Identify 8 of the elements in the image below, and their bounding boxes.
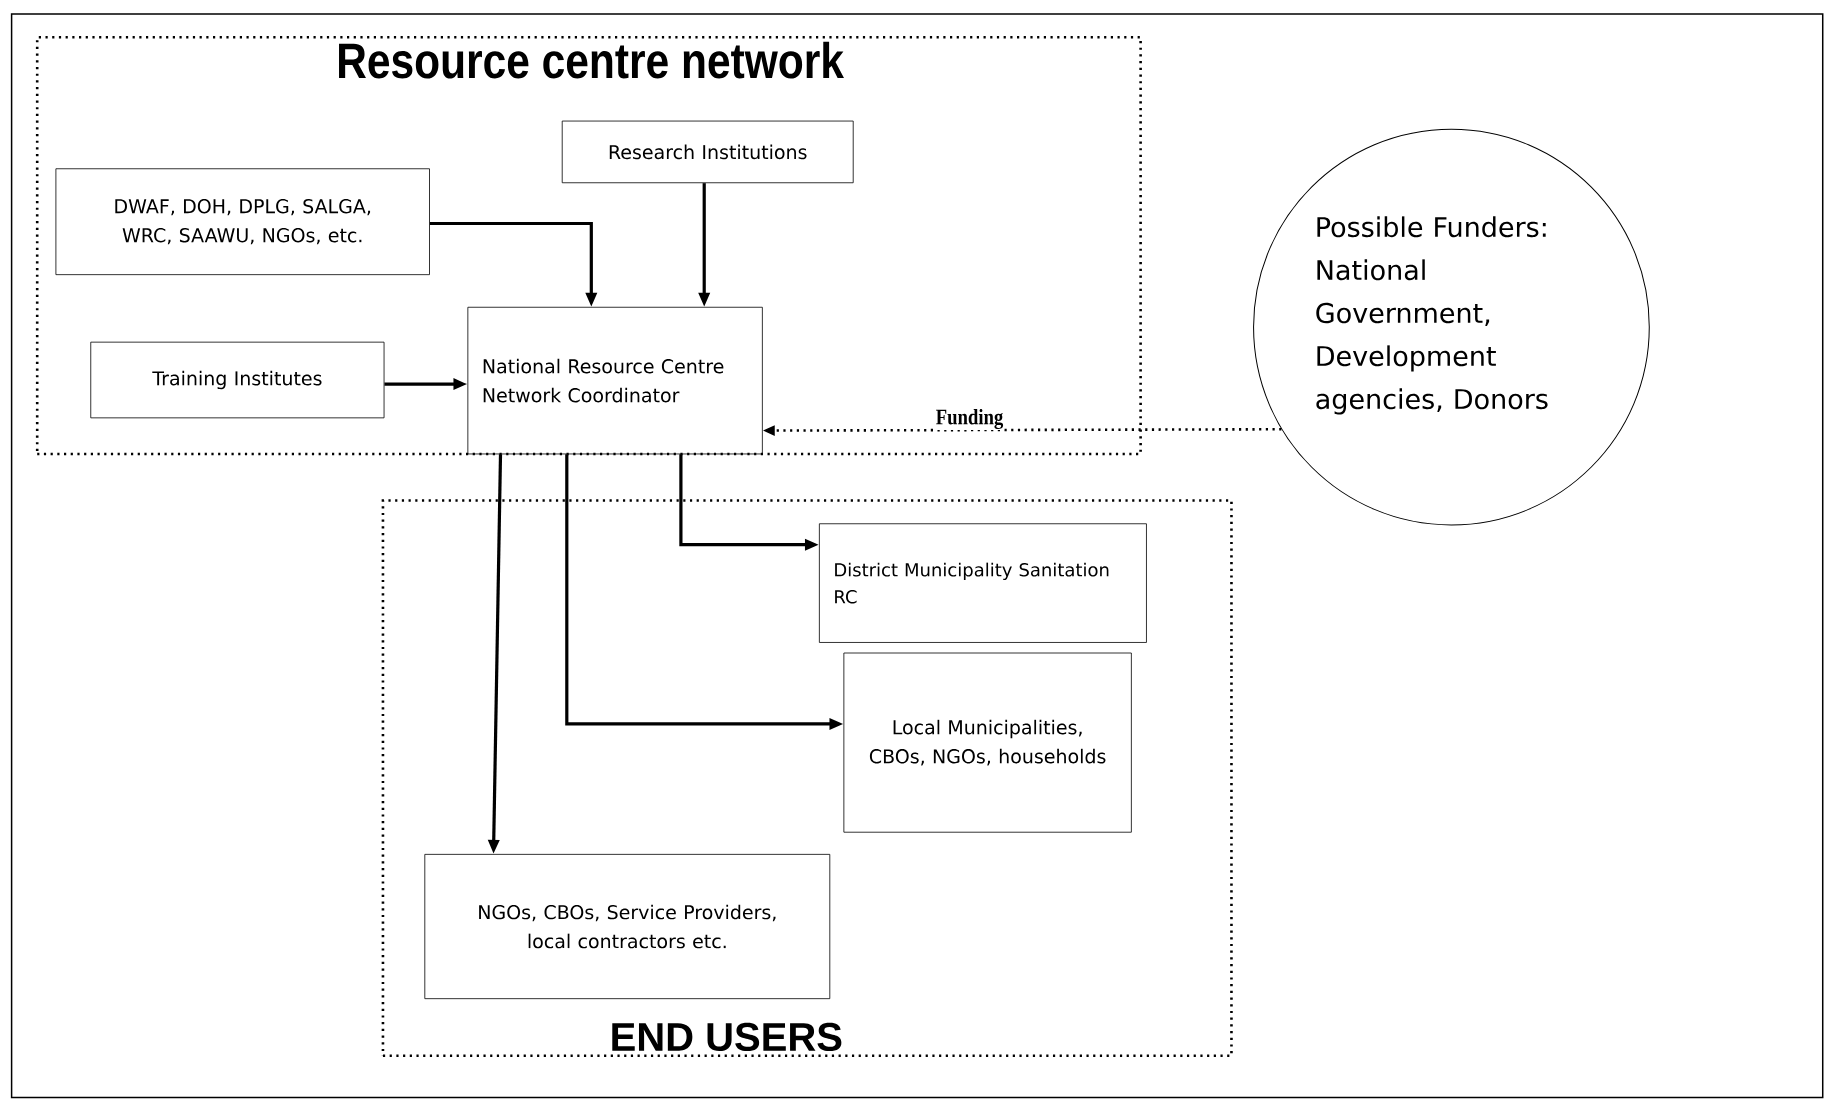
process-box: Local Municipalities, CBOs, NGOs, households [843, 652, 1132, 833]
process-box: NGOs, CBOs, Service Providers, local contractors etc. [424, 853, 831, 1000]
process-box: DWAF, DOH, DPLG, SALGA, WRC, SAAWU, NGOs, etc. [55, 168, 430, 276]
process-box: National Resource Centre Network Coordinator [467, 306, 763, 455]
process-box: Research Institutions [561, 120, 854, 184]
process-box: Training Institutes [90, 341, 385, 419]
process-box: District Municipality Sanitation RC [818, 523, 1147, 643]
edge-label: Funding [936, 408, 1004, 430]
